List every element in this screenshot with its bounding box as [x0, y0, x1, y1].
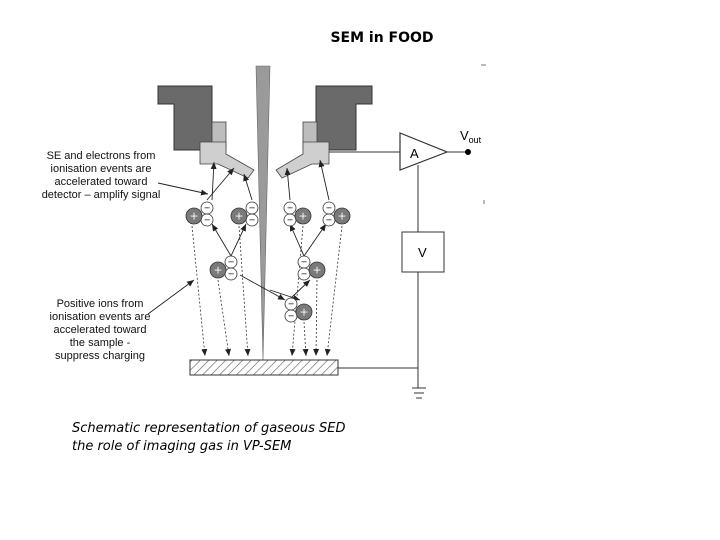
svg-text:−: − [301, 257, 308, 267]
positive-ion: + [185, 207, 203, 225]
svg-text:−: − [249, 203, 256, 213]
electron: − [283, 213, 297, 227]
electron: − [224, 267, 238, 281]
electron-path [239, 274, 286, 301]
vout-label: Vout [460, 128, 482, 145]
ion-path [324, 225, 343, 357]
positive-ion: + [308, 261, 326, 279]
electron: − [284, 309, 298, 323]
svg-text:+: + [234, 209, 243, 222]
voltage-source [401, 231, 445, 273]
sample-stage [189, 359, 339, 376]
slide-title: SEM in FOOD [330, 30, 434, 46]
svg-text:−: − [288, 299, 295, 309]
svg-text:−: − [301, 269, 308, 279]
electron-path [318, 159, 330, 201]
svg-text:+: + [298, 209, 307, 222]
vout-main: V [460, 128, 469, 143]
electron: − [283, 201, 297, 215]
electron: − [297, 255, 311, 269]
electron: − [297, 267, 311, 281]
electron-path [269, 289, 301, 301]
ion-path [302, 321, 309, 357]
ion-annotation-line: suppress charging [55, 350, 145, 362]
electron-annotation-line: detector – amplify signal [41, 189, 161, 201]
electron-path [284, 167, 291, 201]
positive-ion: + [209, 261, 227, 279]
positive-ion: + [333, 207, 351, 225]
ion-annotation: Positive ions from ionisation events are… [30, 298, 170, 363]
particle-paths [191, 159, 343, 357]
electron: − [245, 213, 259, 227]
figure-caption: Schematic representation of gaseous SED … [72, 420, 346, 456]
electron: − [284, 297, 298, 311]
svg-text:−: − [204, 215, 211, 225]
electron-annotation: SE and electrons from ionisation events … [26, 150, 176, 202]
electron-annotation-line: ionisation events are [50, 163, 152, 175]
svg-text:−: − [326, 215, 333, 225]
electron: − [245, 201, 259, 215]
caption-line: Schematic representation of gaseous SED [72, 421, 346, 436]
positive-ion: + [295, 303, 313, 321]
svg-text:−: − [288, 311, 295, 321]
left-detector-electrode [199, 141, 255, 179]
ion-annotation-line: the sample - [69, 337, 131, 349]
svg-text:−: − [228, 257, 235, 267]
caption-line: the role of imaging gas in VP-SEM [72, 439, 292, 454]
electron-path [206, 167, 235, 201]
electron-beam [255, 65, 271, 361]
voltage-label: V [418, 245, 427, 260]
right-pole-piece [315, 85, 373, 151]
positive-ion: + [230, 207, 248, 225]
electron: − [200, 213, 214, 227]
electron-path [290, 279, 311, 299]
electron: − [224, 255, 238, 269]
ion-annotation-line: ionisation events are [49, 311, 151, 323]
svg-text:−: − [228, 269, 235, 279]
svg-text:+: + [312, 263, 321, 276]
left-pole-piece [157, 85, 213, 151]
electron: − [322, 201, 336, 215]
electron-annotation-line: SE and electrons from [46, 150, 156, 162]
ion-annotation-line: accelerated toward [53, 324, 147, 336]
electron: − [322, 213, 336, 227]
electron-path [211, 223, 232, 257]
ion-annotation-line: Positive ions from [56, 298, 144, 310]
svg-text:−: − [249, 215, 256, 225]
svg-text:−: − [204, 203, 211, 213]
ion-pairs: −−+−−+−−+−−+−−+−−+−−+ [185, 201, 351, 323]
svg-text:+: + [189, 209, 198, 222]
electron-path [289, 223, 305, 257]
ion-path [313, 279, 320, 357]
ion-path [238, 225, 251, 357]
svg-text:−: − [326, 203, 333, 213]
ion-path [217, 279, 231, 357]
output-node [465, 149, 471, 155]
positive-ion: + [294, 207, 312, 225]
ion-path [191, 225, 208, 357]
amplifier-label: A [410, 146, 419, 161]
electron-path [303, 223, 327, 257]
electron-path [230, 223, 247, 257]
svg-text:−: − [287, 203, 294, 213]
electron-annotation-line: accelerated toward [54, 176, 148, 188]
electron-path [243, 173, 253, 201]
electron: − [200, 201, 214, 215]
right-detector-electrode [275, 141, 330, 179]
detector-circuit [329, 132, 468, 399]
svg-text:+: + [299, 305, 308, 318]
amplifier [399, 132, 449, 171]
vout-sub: out [469, 135, 482, 145]
svg-text:+: + [213, 263, 222, 276]
svg-text:+: + [337, 209, 346, 222]
ion-path [289, 225, 304, 357]
svg-text:−: − [287, 215, 294, 225]
